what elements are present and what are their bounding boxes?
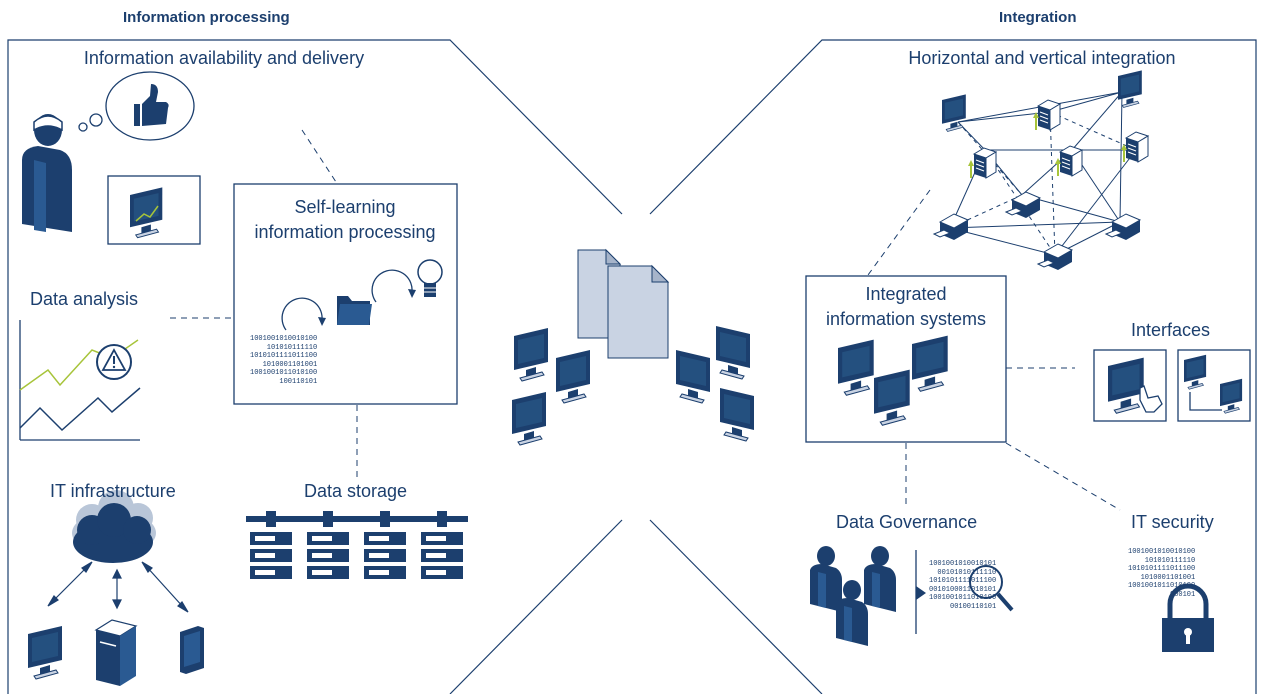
header-information-processing: Information processing [123,9,290,26]
network-lines [949,91,1137,256]
header-integration: Integration [999,9,1077,26]
label-info-availability: Information availability and delivery [83,48,365,68]
binary-line: 1001001010010100 [250,335,318,343]
dashed-connectors [170,129,1121,511]
binary-line: 1010001101001 [262,360,318,369]
binary-line: 000101 [1170,590,1196,599]
infra-arrows [47,561,189,613]
document-icon [577,248,670,359]
label-it-security: IT security [1131,512,1214,532]
upload-arrows [968,112,1127,178]
binary-line: 1010001101001 [1140,573,1196,582]
binary-line: 101010111110 [266,343,318,352]
cycle-arrows [281,269,413,331]
storage-drive-slot [426,553,446,558]
binary-line: 1001001011010100 [1128,582,1196,590]
storage-drive-slot [255,536,275,541]
user-icon [810,546,896,646]
self-learning-box [233,183,458,405]
thumbs-up-icon [134,84,169,126]
integrated-box [805,275,1007,443]
cloud-icon [72,490,156,563]
binary-line: 101010111110 [1144,556,1196,565]
binary-line: 1010101111011100 [250,352,318,360]
printer-icon [933,191,1141,271]
label-integrated-1: Integrated [865,284,947,304]
binary-line: 1010101111011100 [1128,565,1196,573]
storage-drive-slot [312,553,332,558]
interface-box-1 [1093,349,1167,422]
storage-drive-slot [369,553,389,558]
binary-line: 1001001011010100 [929,594,997,602]
binary-line: 00100110101 [950,602,997,611]
label-self-learning-1: Self-learning [294,197,396,217]
label-it-infrastructure: IT infrastructure [50,481,176,501]
padlock-icon [1162,583,1214,652]
monitor-icon [837,335,949,426]
label-self-learning-2: information processing [254,222,436,242]
binary-line: 0010100011010101 [929,585,997,594]
storage-drive-slot [255,570,275,575]
label-data-storage: Data storage [304,481,408,501]
storage-rack-icon [246,511,468,527]
label-interfaces: Interfaces [1131,320,1211,340]
warning-icon [96,344,132,380]
binary-line: 100110101 [279,377,318,386]
monitor-icon [129,186,163,239]
folder-icon [337,296,372,325]
label-horizontal-vertical: Horizontal and vertical integration [908,48,1176,68]
storage-drive-slot [312,536,332,541]
storage-drive-slot [426,536,446,541]
storage-drive-slot [255,553,275,558]
label-integrated-2: information systems [825,309,987,329]
smartphone-icon [180,626,204,674]
label-data-analysis: Data analysis [30,289,139,309]
monitor-icon [27,625,63,680]
monitor-icon [1107,357,1145,414]
chart-icon [19,320,141,441]
interface-box-2 [1177,349,1251,422]
monitor-icon [1183,354,1243,414]
small-monitor-box [107,175,201,245]
binary-line: 00101010111110 [937,568,997,577]
lightbulb-icon [417,259,443,297]
magnifier-icon [969,565,1014,612]
label-data-governance: Data Governance [836,512,978,532]
storage-drive-slot [369,570,389,575]
storage-drive-slot [426,570,446,575]
storage-drives [250,532,463,579]
storage-drive-slot [369,536,389,541]
binary-line: 1001001010010101 [929,560,997,568]
user-icon [22,114,72,232]
frame-lines [7,39,1257,694]
storage-drive-slot [312,570,332,575]
interface-link [1189,392,1222,411]
binary-line: 1001001011010100 [250,369,318,377]
server-icon [94,619,138,686]
binary-line: 1001001010010100 [1128,548,1196,556]
hand-pointer-icon [1139,385,1163,413]
binary-line: 1010101111011100 [929,577,997,585]
